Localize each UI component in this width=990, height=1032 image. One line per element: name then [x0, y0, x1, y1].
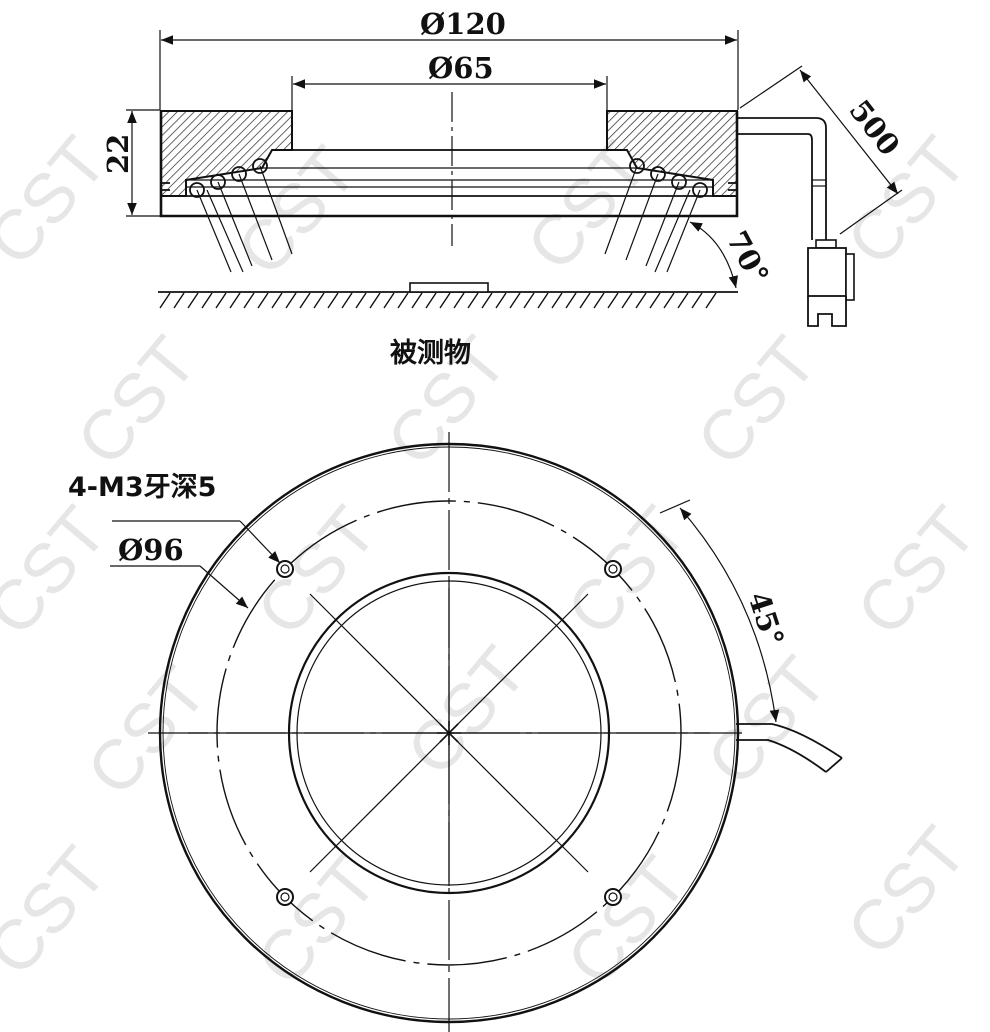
bolt-hole [276, 560, 294, 578]
watermark-text: CST [392, 632, 542, 789]
outer-ring [158, 442, 740, 1024]
led-group-right [604, 158, 708, 273]
led-group-left [189, 158, 293, 273]
connector-icon [807, 239, 855, 327]
watermark-text: CST [552, 842, 702, 999]
watermark-text: CST [692, 642, 842, 799]
dim-height: 22 [101, 134, 135, 174]
watermark-text: CST [842, 492, 990, 649]
dim-line-cable [799, 69, 899, 195]
bolt-circle-dim: Ø96 [118, 533, 184, 567]
bolt-hole [604, 888, 622, 906]
leader-thread [239, 520, 281, 564]
watermark-text: CST [72, 652, 222, 809]
ground-hatch [159, 292, 717, 309]
watermark-text: CST [62, 322, 212, 479]
thread-note: 4-M3牙深5 [68, 472, 216, 503]
dim-inner-diameter: Ø65 [428, 51, 494, 85]
watermark-text: CST [0, 492, 121, 649]
watermark-text: CST [0, 832, 121, 989]
watermark-text: CST [682, 322, 832, 479]
dim-outer-diameter: Ø120 [420, 7, 506, 41]
object-label: 被测物 [390, 338, 471, 369]
angle-45-arc [679, 507, 780, 723]
cable-top [736, 723, 843, 759]
bolt-hole [276, 888, 294, 906]
angle-45: 45° [741, 588, 790, 651]
side-view: Ø120 Ø65 22 [101, 7, 907, 369]
watermark-text: CST [552, 492, 702, 649]
angle-arc [689, 221, 738, 289]
leader-bolt-circle [199, 565, 249, 609]
dim-angle: 70° [720, 225, 776, 289]
test-object [409, 282, 489, 293]
bolt-hole [604, 560, 622, 578]
watermark-text: CST [832, 812, 982, 969]
center-mark [437, 721, 461, 745]
top-view: 4-M3牙深5 Ø96 45° [68, 432, 843, 1032]
